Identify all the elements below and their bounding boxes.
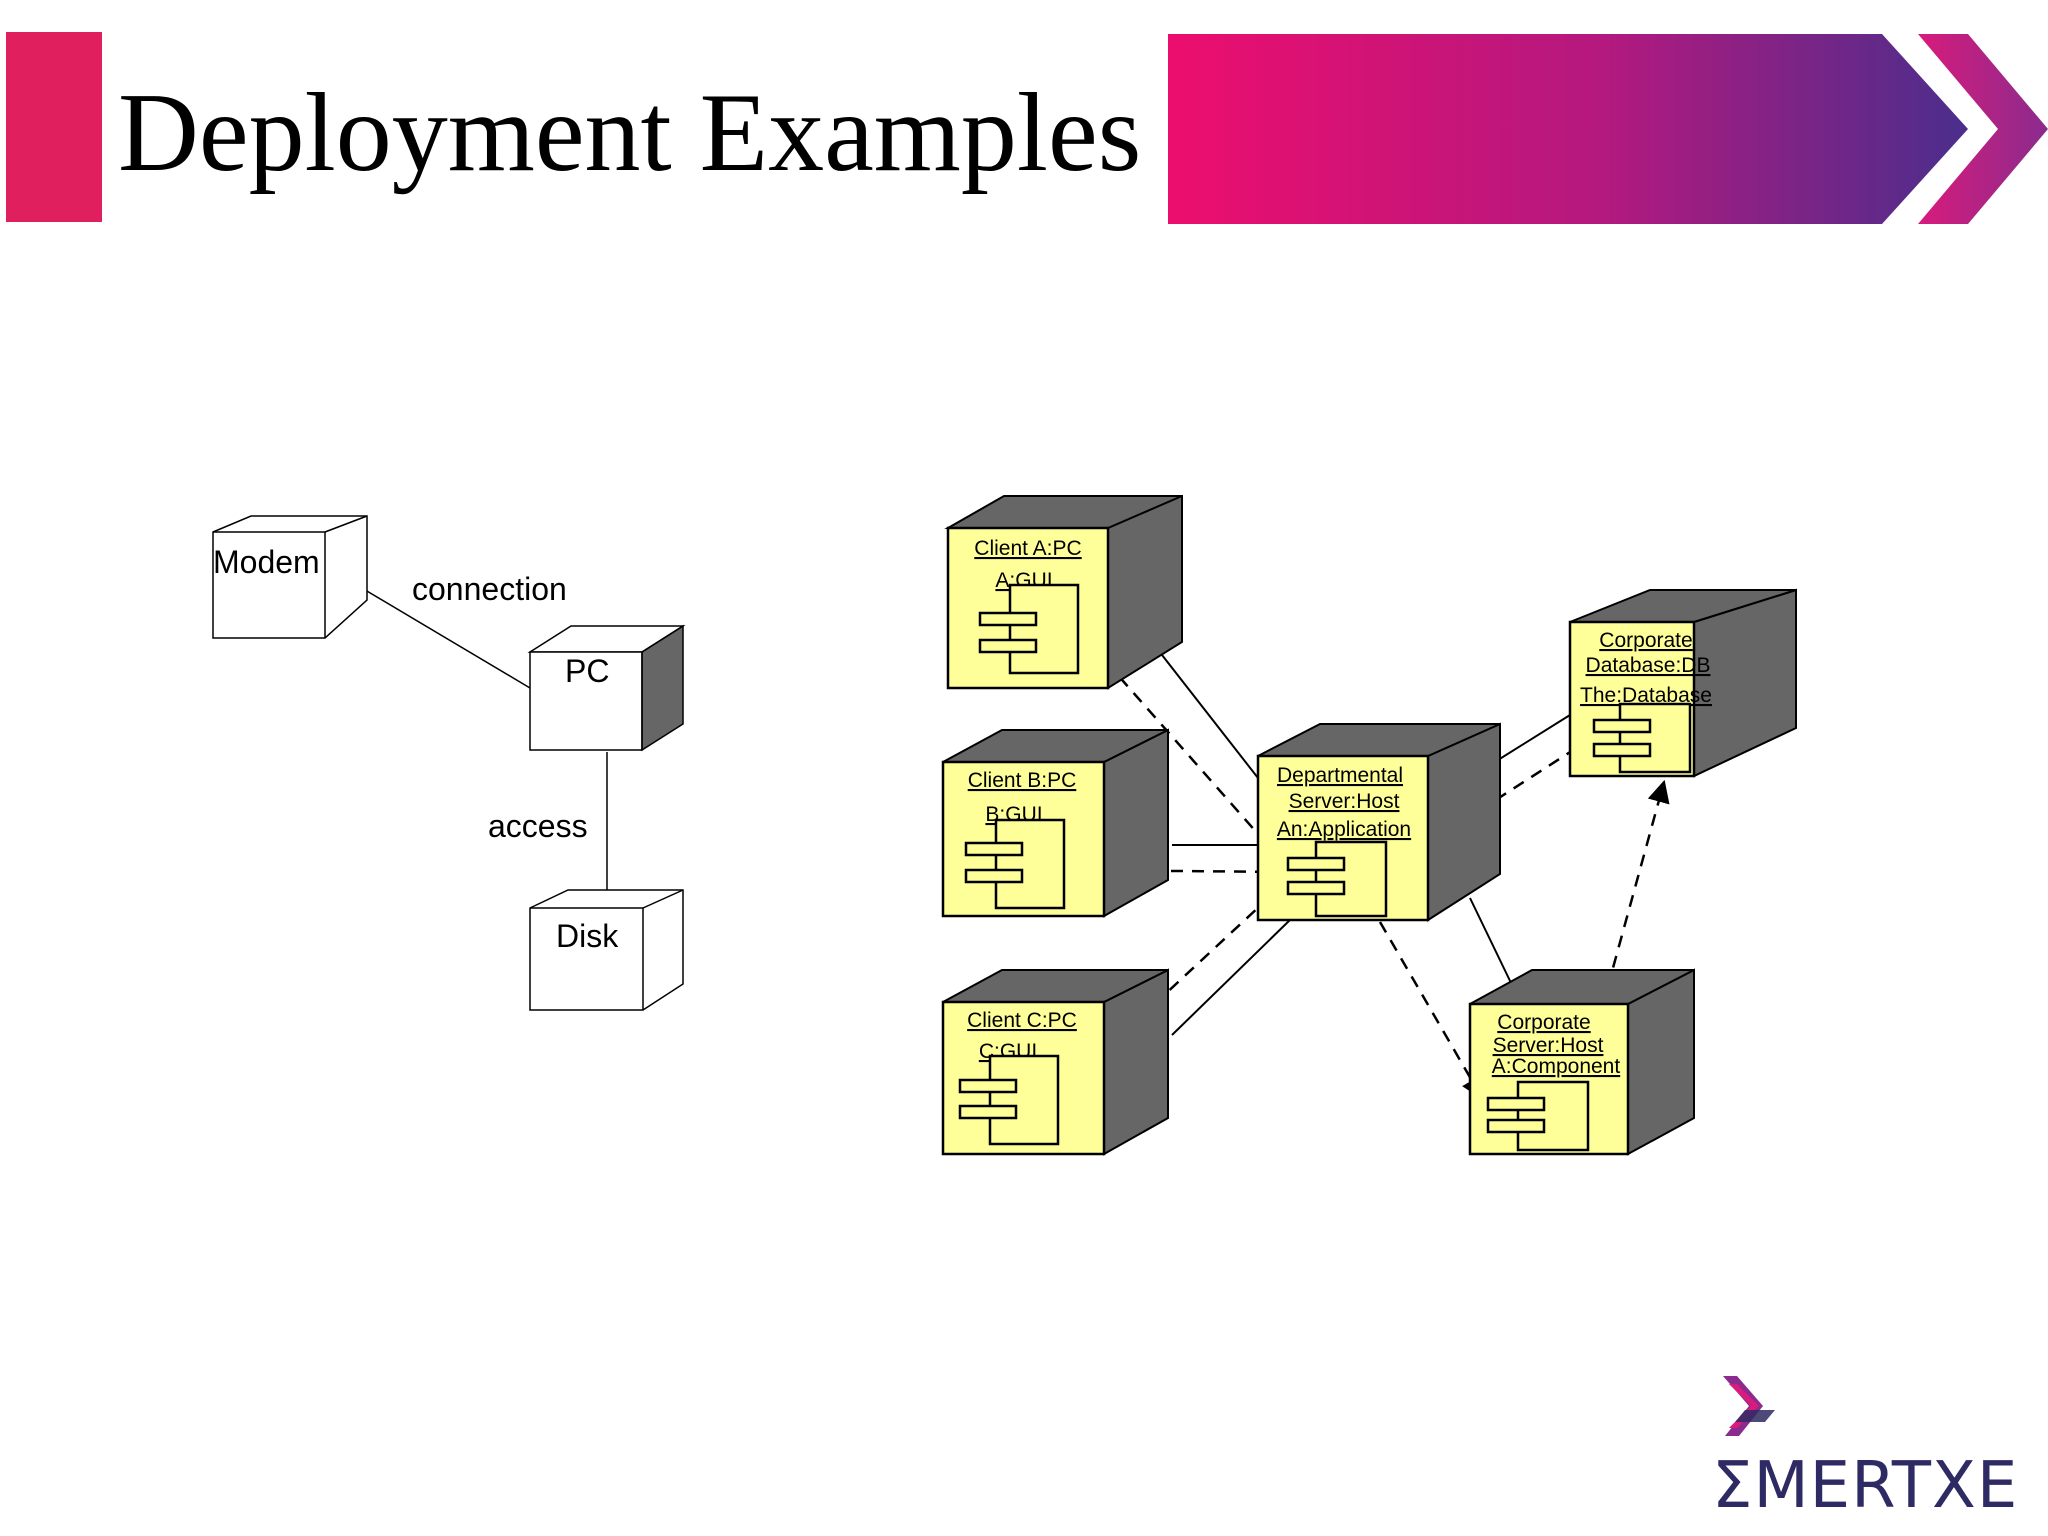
node-client-b: Client B:PC B:GUI [941, 728, 1169, 918]
component-name-an-application: An:Application [1277, 818, 1411, 841]
title-accent-bar [6, 32, 102, 222]
component-icon [1486, 1080, 1590, 1152]
node-label-disk: Disk [556, 918, 619, 954]
edge-label-access: access [488, 808, 588, 844]
header-banner [1168, 34, 2048, 224]
node-pc: PC [527, 624, 686, 752]
component-icon [964, 818, 1066, 910]
simple-deployment-diagram: connection access Modem PC Disk [212, 515, 686, 1011]
slide-title: Deployment Examples [118, 71, 1142, 195]
node-departmental-server: Departmental Server:Host An:Application [1256, 722, 1501, 922]
node-name-departmental-server-line2: Server:Host [1289, 790, 1400, 813]
associations [1161, 654, 1571, 1036]
chevron-logo-icon [1723, 1376, 1775, 1436]
node-name-corporate-database-line2: Database:DB [1586, 654, 1711, 677]
node-name-client-b: Client B:PC [968, 769, 1077, 792]
company-logo: ƩMERTXE [1712, 1449, 2019, 1523]
node-name-client-a: Client A:PC [974, 537, 1081, 560]
node-label-pc: PC [565, 653, 609, 689]
edge-modem-pc [344, 577, 531, 689]
complex-deployment-diagram: Client A:PC A:GUI Client B:PC B:GUI [941, 495, 1797, 1156]
edge-label-connection: connection [412, 571, 567, 607]
node-name-departmental-server-line1: Departmental [1277, 764, 1403, 787]
node-corporate-database: Corporate Database:DB The:Database [1568, 588, 1797, 778]
component-icon [1286, 840, 1388, 918]
node-client-c: Client C:PC C:GUI [941, 968, 1169, 1156]
node-modem: Modem [212, 515, 368, 639]
node-name-client-c: Client C:PC [967, 1009, 1077, 1032]
component-name-a-component: A:Component [1492, 1055, 1621, 1078]
node-name-corporate-database-line1: Corporate [1599, 629, 1692, 652]
node-name-corporate-server-line1: Corporate [1497, 1011, 1590, 1034]
node-label-modem: Modem [213, 544, 320, 580]
node-name-corporate-server-line2: Server:Host [1493, 1034, 1604, 1057]
node-corporate-server: Corporate Server:Host A:Component [1468, 968, 1695, 1156]
component-icon [1592, 702, 1692, 774]
component-icon [958, 1054, 1060, 1146]
node-disk: Disk [529, 889, 684, 1011]
component-icon [978, 583, 1080, 675]
component-name-the-database: The:Database [1580, 684, 1712, 707]
node-client-a: Client A:PC A:GUI [944, 495, 1183, 690]
